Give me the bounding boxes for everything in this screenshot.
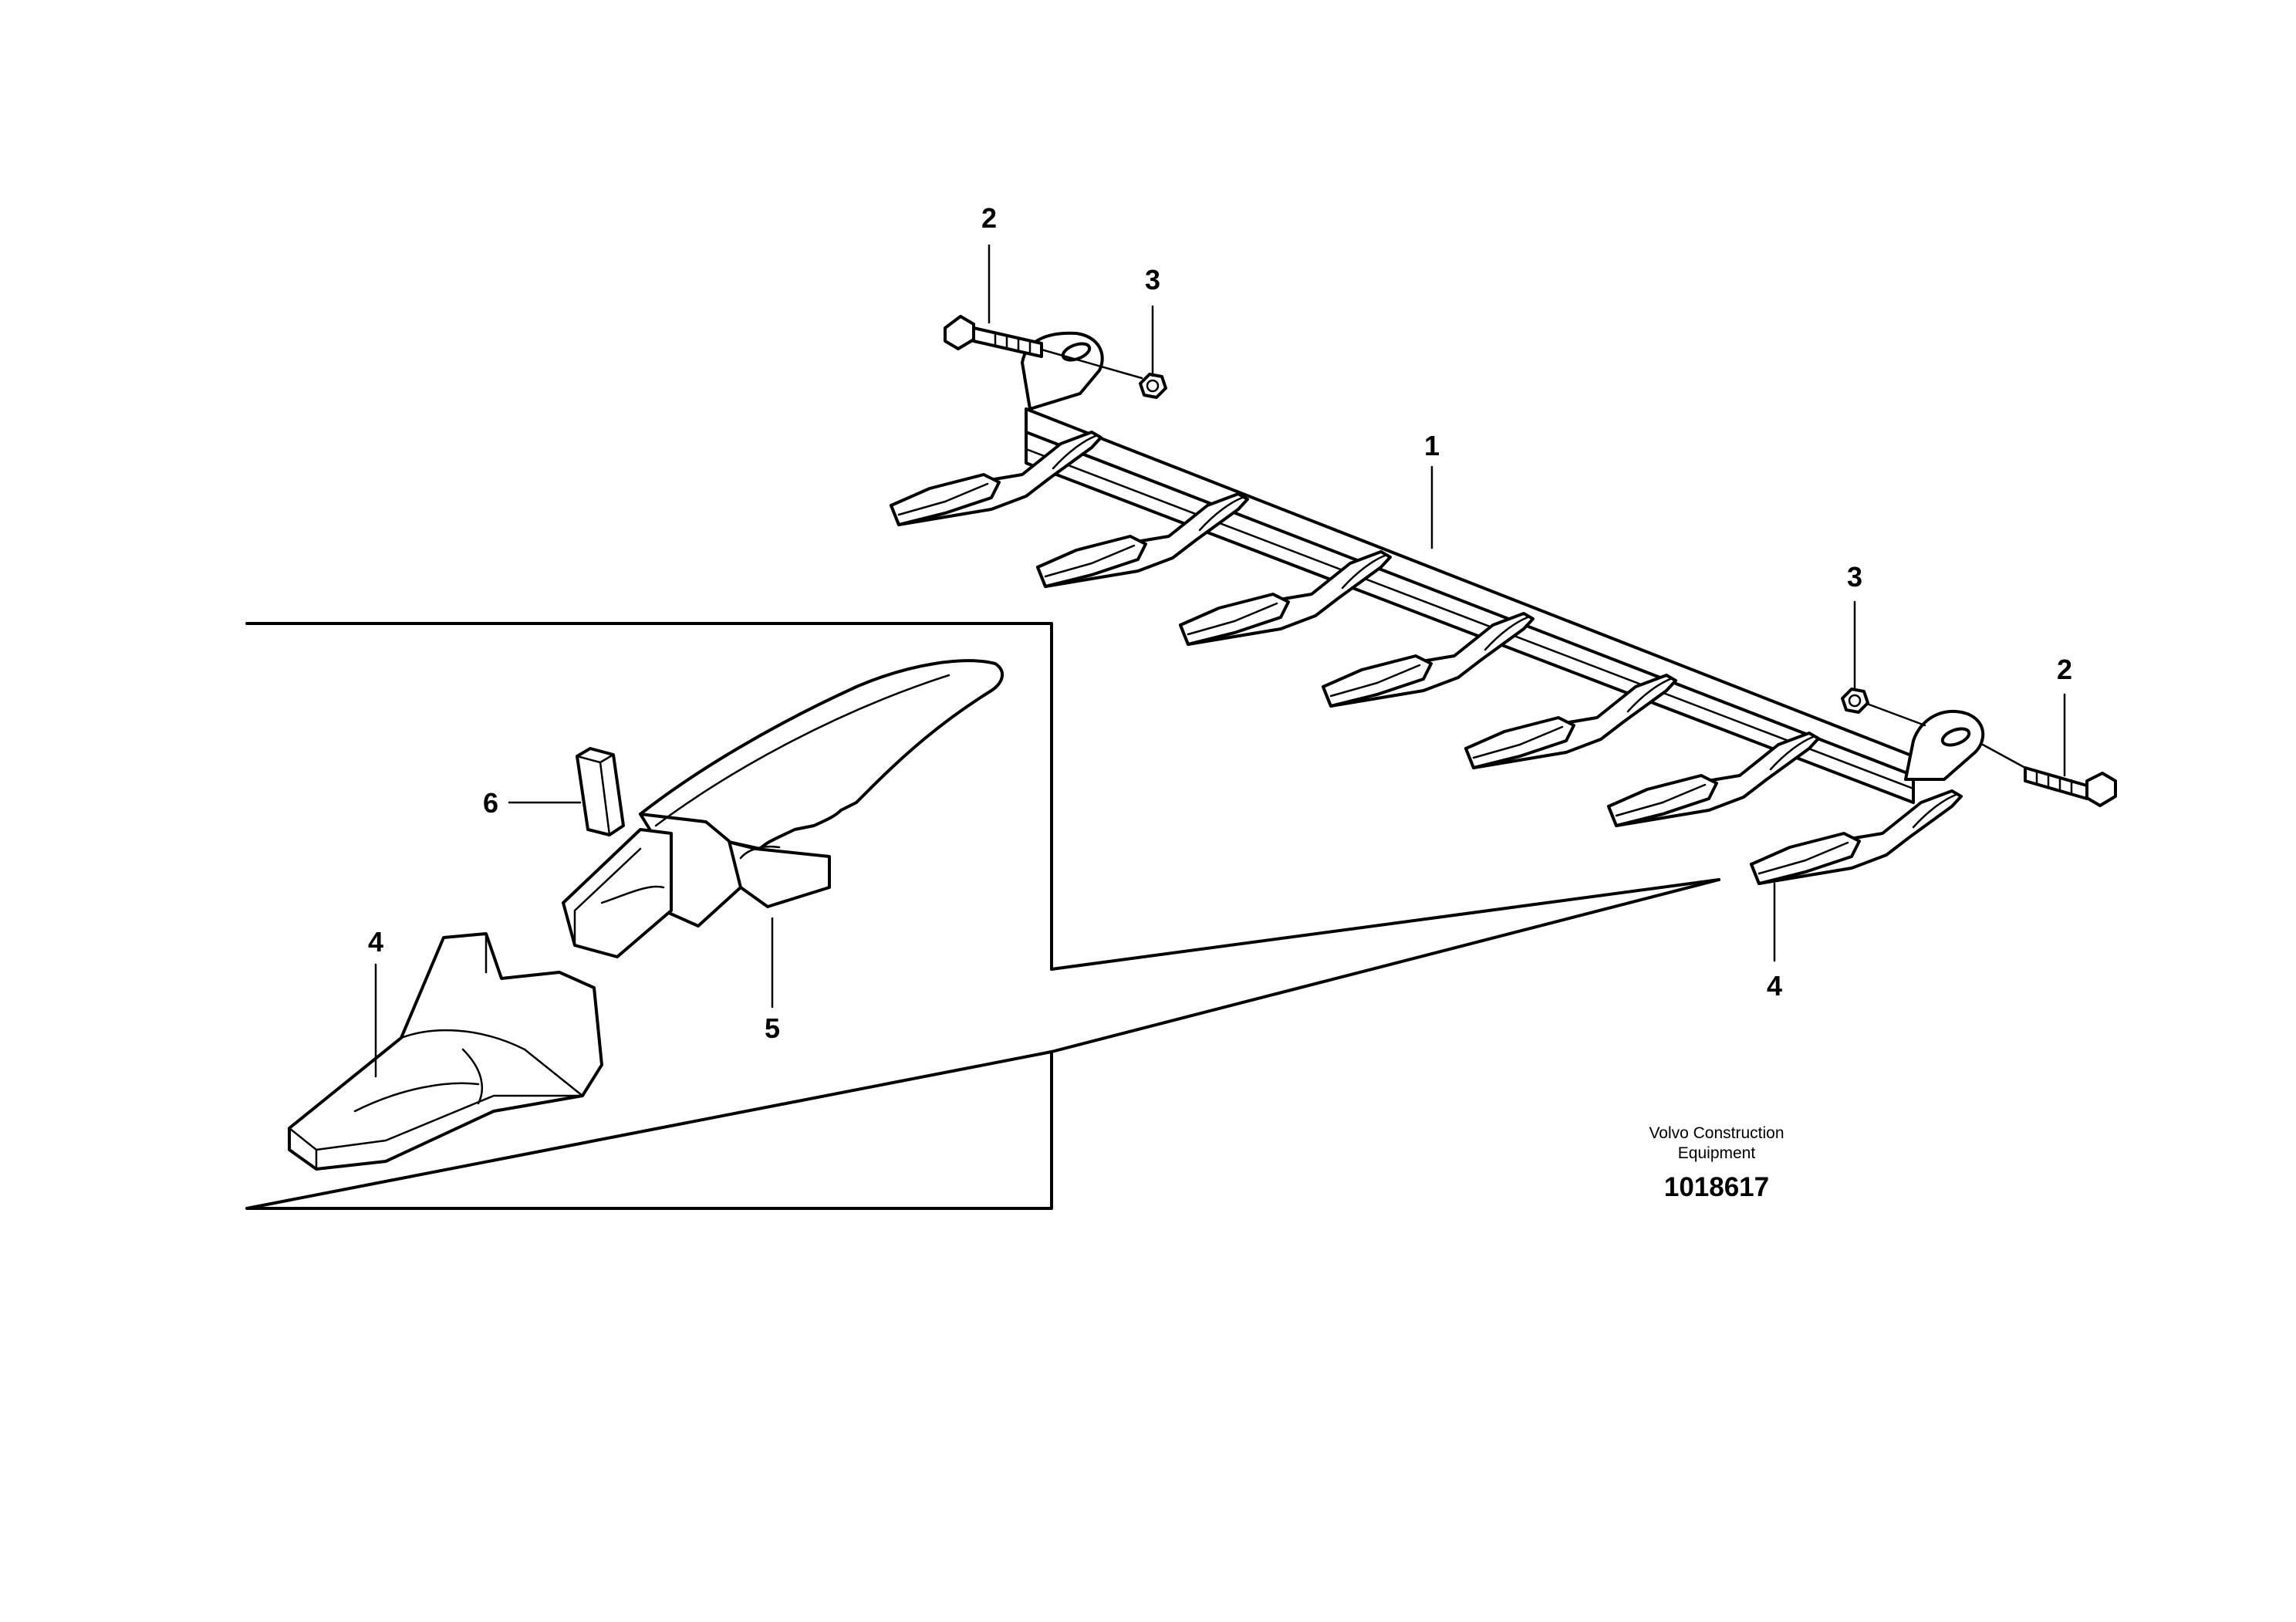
callout-3-right: 3 bbox=[1847, 561, 1862, 593]
bolt-right bbox=[1981, 743, 2117, 807]
detail-tip bbox=[288, 932, 603, 1171]
callout-2-left: 2 bbox=[981, 202, 997, 234]
document-number: 1018617 bbox=[1664, 1172, 1769, 1202]
callout-2-right: 2 bbox=[2057, 654, 2072, 685]
detail-adapter bbox=[562, 659, 1004, 958]
callout-6-detail: 6 bbox=[483, 787, 498, 819]
leader-lines bbox=[988, 244, 2066, 1053]
brand-line-2: Equipment bbox=[1678, 1144, 1756, 1162]
callout-4-main: 4 bbox=[1767, 970, 1782, 1002]
callout-4-detail: 4 bbox=[368, 926, 383, 958]
bolt-left bbox=[944, 315, 1143, 380]
detail-leader-lines bbox=[374, 801, 774, 1078]
callout-5-detail: 5 bbox=[765, 1012, 780, 1044]
callout-3-left: 3 bbox=[1145, 264, 1160, 296]
detail-inset bbox=[245, 622, 1053, 1210]
mounting-ear-right bbox=[1904, 709, 1985, 781]
nut-left bbox=[1139, 373, 1167, 399]
detail-pin bbox=[576, 747, 625, 836]
brand-line-1: Volvo Construction bbox=[1649, 1124, 1784, 1142]
nut-right bbox=[1841, 688, 1926, 727]
callout-1: 1 bbox=[1424, 430, 1440, 461]
